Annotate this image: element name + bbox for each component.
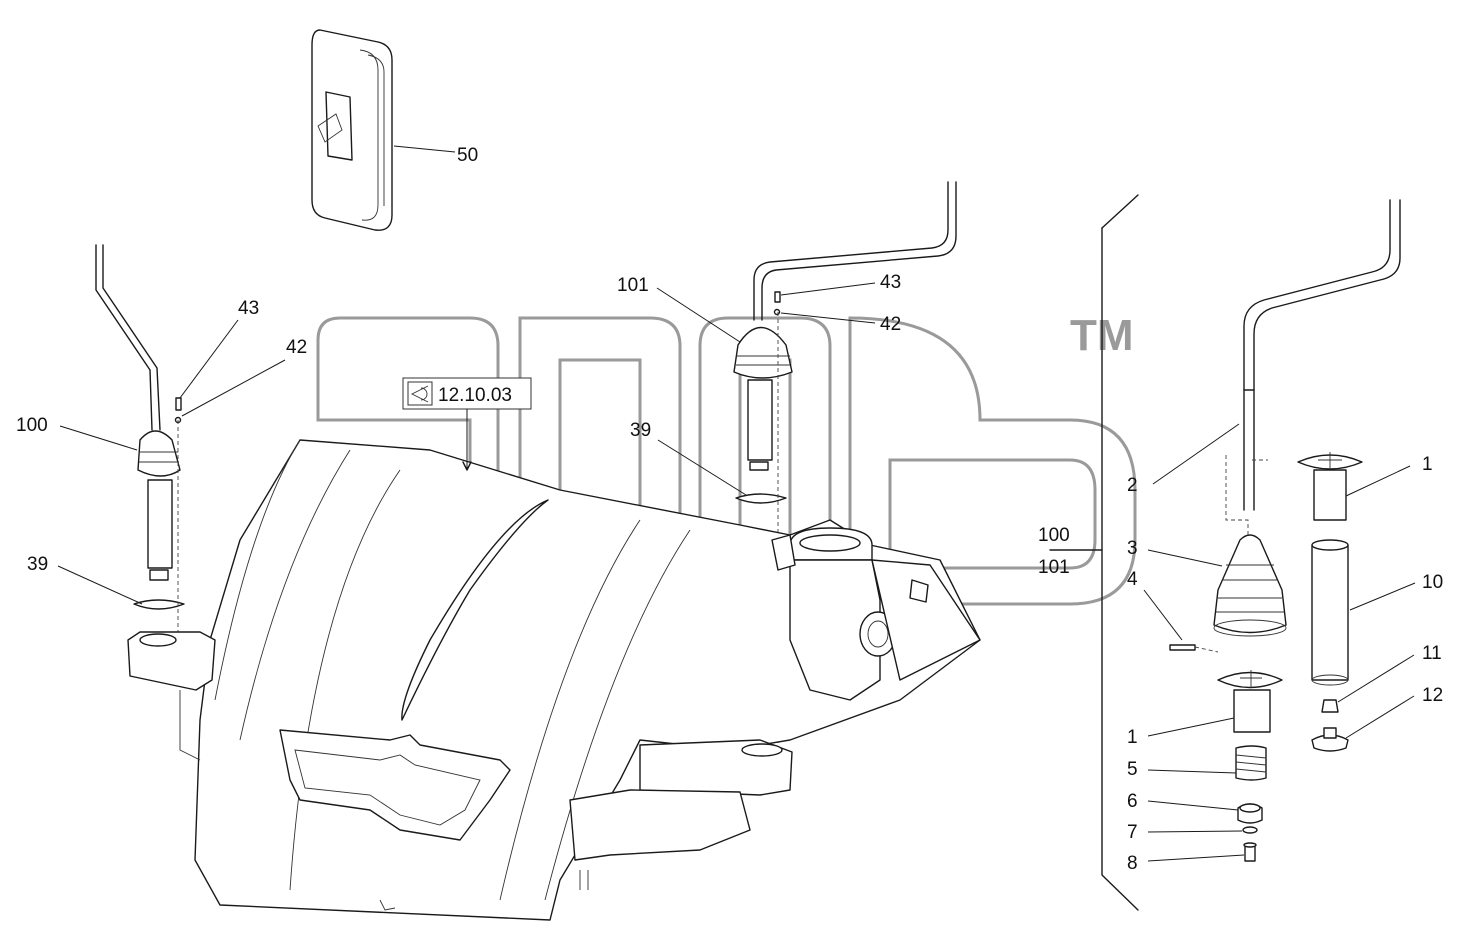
part-labels: 50 43 42 100 39 101 43 42 39 100 101 2 3… xyxy=(16,145,1443,874)
reference-tag: 12.10.03 xyxy=(402,377,532,471)
label-50: 50 xyxy=(457,145,478,166)
mirror-part-50 xyxy=(311,29,393,231)
label-4: 4 xyxy=(1127,569,1138,590)
label-42-mid: 42 xyxy=(880,314,901,335)
label-101-right: 101 xyxy=(1038,557,1070,578)
label-39-mid: 39 xyxy=(630,420,651,441)
label-10: 10 xyxy=(1422,572,1443,593)
label-6: 6 xyxy=(1127,791,1138,812)
label-2: 2 xyxy=(1127,475,1138,496)
label-43-left: 43 xyxy=(238,298,259,319)
label-100-left: 100 xyxy=(16,415,48,436)
leader-lines xyxy=(57,145,1416,862)
label-3: 3 xyxy=(1127,538,1138,559)
label-5: 5 xyxy=(1127,759,1138,780)
label-1-upper: 1 xyxy=(1422,454,1433,475)
label-39-left: 39 xyxy=(27,554,48,575)
left-arm-assembly xyxy=(95,244,185,640)
label-12: 12 xyxy=(1422,685,1443,706)
label-43-mid: 43 xyxy=(880,272,901,293)
middle-arm-assembly xyxy=(733,181,957,760)
label-8: 8 xyxy=(1127,853,1138,874)
label-7: 7 xyxy=(1127,822,1138,843)
hood-body xyxy=(127,439,981,921)
label-42-left: 42 xyxy=(286,337,307,358)
right-detail-assembly xyxy=(1049,194,1401,911)
reference-code: 12.10.03 xyxy=(438,385,512,406)
label-11: 11 xyxy=(1422,643,1442,664)
label-101-mid: 101 xyxy=(617,275,649,296)
label-1-lower: 1 xyxy=(1127,727,1138,748)
label-100-right: 100 xyxy=(1038,525,1070,546)
